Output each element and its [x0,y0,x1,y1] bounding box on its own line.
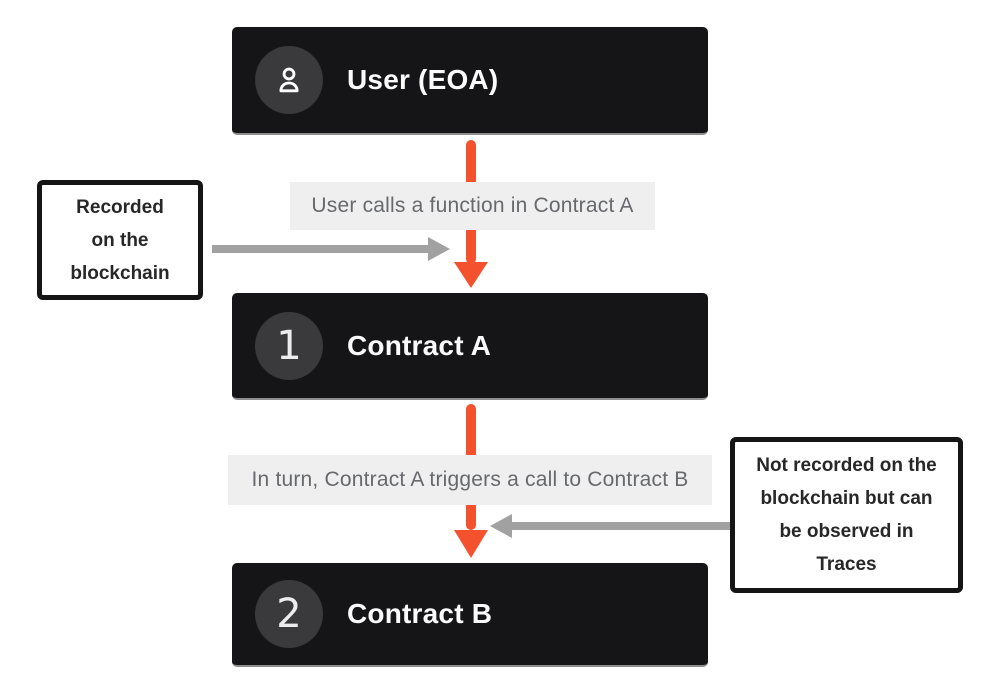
arrowhead-left-icon [490,514,512,538]
annotation-line: be observed in [779,521,914,542]
person-icon [279,67,299,93]
edge-label-user-call: User calls a function in Contract A [290,182,655,230]
annotation-arrow-left [212,245,428,253]
annotation-line: Not recorded on the [756,455,937,476]
arrowhead-right-icon [428,237,450,261]
annotation-line: Traces [816,554,877,575]
node-title: User (EOA) [347,64,499,95]
edge-label-contract-call: In turn, Contract A triggers a call to C… [228,455,712,505]
node-contract-a: 1 Contract A [232,293,708,400]
user-avatar-badge [255,46,323,114]
annotation-line: blockchain but can [760,488,933,509]
annotation-arrow-right [512,522,730,530]
node-user-eoa: User (EOA) [232,27,708,135]
step-1-badge: 1 [255,311,323,380]
step-number: 1 [276,322,302,369]
node-title: Contract A [347,329,492,361]
node-contract-b: 2 Contract B [232,563,708,667]
arrowhead-down-icon [454,530,488,558]
arrowhead-down-icon [454,262,488,288]
node-title: Contract B [347,598,493,629]
annotation-line: on the [91,229,149,251]
annotation-not-recorded-traces: Not recorded on the blockchain but can b… [730,437,963,593]
annotation-line: Recorded [76,196,164,218]
annotation-recorded-on-chain: Recorded on the blockchain [37,180,203,300]
annotation-line: blockchain [70,262,170,284]
step-number: 2 [276,591,302,637]
step-2-badge: 2 [255,580,323,648]
